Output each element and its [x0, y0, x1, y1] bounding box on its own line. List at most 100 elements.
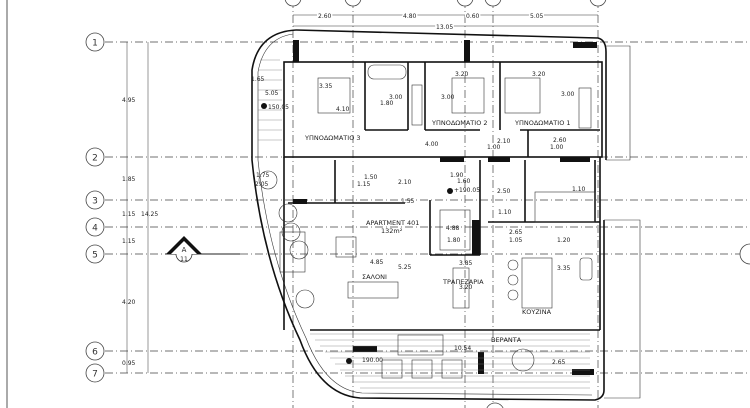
- grid-bubble-4: 4: [85, 217, 105, 237]
- svg-text:2.10: 2.10: [497, 138, 511, 145]
- svg-text:6: 6: [92, 348, 98, 358]
- svg-text:2.60: 2.60: [318, 13, 332, 20]
- kitchen-island: [521, 257, 553, 309]
- svg-text:4.85: 4.85: [370, 259, 384, 266]
- svg-text:0.95: 0.95: [122, 360, 136, 367]
- svg-text:1.80: 1.80: [380, 100, 394, 107]
- svg-text:5.05: 5.05: [530, 13, 544, 20]
- svg-text:4.88: 4.88: [446, 225, 460, 232]
- veranda-sofa: [397, 334, 444, 356]
- room-veranda: ΒΕΡΑΝΤΑ: [491, 336, 522, 344]
- top-dimensions: 2.60 4.80 0.60 5.05 13.05: [293, 12, 598, 33]
- grid-bubble-2: 2: [85, 147, 105, 167]
- svg-text:1.20: 1.20: [557, 237, 571, 244]
- svg-text:4.10: 4.10: [336, 106, 350, 113]
- bed-3: [317, 77, 351, 114]
- dining-table: [452, 267, 470, 309]
- svg-text:11: 11: [180, 256, 188, 263]
- svg-text:1.50: 1.50: [364, 174, 378, 181]
- svg-text:3.20: 3.20: [532, 71, 546, 78]
- sofa: [347, 281, 399, 299]
- svg-text:1.15: 1.15: [357, 181, 371, 188]
- staircase: [534, 191, 596, 223]
- svg-text:2: 2: [92, 154, 98, 164]
- svg-text:4.00: 4.00: [425, 141, 439, 148]
- grid-bubble-1: 1: [85, 32, 105, 52]
- room-labels: ΥΠΝΟΔΩΜΑΤΙΟ 3 ΥΠΝΟΔΩΜΑΤΙΟ 2 ΥΠΝΟΔΩΜΑΤΙΟ …: [304, 119, 571, 344]
- svg-text:2.65: 2.65: [552, 359, 566, 366]
- car-icon: [579, 257, 593, 281]
- svg-text:5.05: 5.05: [265, 90, 279, 97]
- svg-text:A: A: [182, 246, 187, 254]
- svg-text:3.35: 3.35: [557, 265, 571, 272]
- round-table: [511, 348, 535, 372]
- grid-bubble-5: 5: [85, 244, 105, 264]
- svg-text:1.00: 1.00: [550, 144, 564, 151]
- veranda-deck: [258, 59, 590, 389]
- coffee-table: [335, 236, 357, 258]
- apartment-name: APARTMENT 401: [366, 219, 419, 227]
- svg-text:1.05: 1.05: [509, 237, 523, 244]
- dimension-labels: 3.35 4.10 3.00 1.80 3.20 3.20 3.00 3.00 …: [251, 71, 586, 366]
- wardrobe-2: [411, 84, 423, 126]
- svg-text:1.55: 1.55: [401, 198, 415, 205]
- svg-text:10.54: 10.54: [454, 345, 471, 352]
- grid-bubble-3: 3: [85, 190, 105, 210]
- svg-text:1.15: 1.15: [122, 211, 136, 218]
- svg-text:2.65: 2.65: [509, 229, 523, 236]
- svg-text:4.80: 4.80: [403, 13, 417, 20]
- bathtub: [367, 64, 407, 80]
- svg-text:0.60: 0.60: [466, 13, 480, 20]
- svg-text:3.00: 3.00: [441, 94, 455, 101]
- svg-text:4.20: 4.20: [122, 299, 136, 306]
- room-bedroom-3: ΥΠΝΟΔΩΜΑΤΙΟ 3: [304, 134, 361, 142]
- svg-text:190.00: 190.00: [362, 357, 383, 364]
- svg-text:13.05: 13.05: [436, 24, 453, 31]
- svg-text:1.60: 1.60: [457, 178, 471, 185]
- grid-bubble-6: 6: [85, 341, 105, 361]
- grid-bubble-7: 7: [85, 363, 105, 383]
- svg-text:3: 3: [92, 197, 98, 207]
- building-outline: [251, 29, 641, 401]
- svg-text:+190.05: +190.05: [454, 187, 480, 194]
- level-markers: [261, 103, 453, 364]
- svg-text:2.05: 2.05: [255, 181, 269, 188]
- svg-text:5.25: 5.25: [398, 264, 412, 271]
- svg-text:1: 1: [92, 39, 98, 49]
- svg-text:2.50: 2.50: [497, 188, 511, 195]
- svg-text:4: 4: [92, 224, 98, 234]
- room-bedroom-1: ΥΠΝΟΔΩΜΑΤΙΟ 1: [514, 119, 571, 127]
- svg-text:150.05: 150.05: [268, 104, 289, 111]
- svg-text:1.85: 1.85: [122, 176, 136, 183]
- svg-text:1.15: 1.15: [122, 238, 136, 245]
- svg-text:1.00: 1.00: [487, 144, 501, 151]
- bed-1: [504, 77, 541, 114]
- svg-text:1.90: 1.90: [450, 172, 464, 179]
- svg-text:1.80: 1.80: [447, 237, 461, 244]
- section-marker: A 11: [165, 236, 240, 263]
- svg-text:1.10: 1.10: [572, 186, 586, 193]
- svg-text:3.85: 3.85: [459, 260, 473, 267]
- bed-2: [451, 77, 485, 114]
- svg-text:7: 7: [92, 370, 98, 380]
- svg-text:1.65: 1.65: [251, 76, 265, 83]
- svg-text:1.10: 1.10: [498, 209, 512, 216]
- elevator: [439, 209, 471, 251]
- svg-text:2.10: 2.10: [398, 179, 412, 186]
- trees: [258, 170, 315, 309]
- furniture: [279, 64, 596, 379]
- apartment-area: 132m²: [381, 227, 403, 235]
- svg-text:14.25: 14.25: [141, 211, 158, 218]
- svg-text:5: 5: [92, 251, 98, 261]
- room-living: ΣΑΛΟΝΙ: [362, 273, 387, 281]
- grid-bubbles: 1 2 3 4 5 6 7: [85, 0, 750, 408]
- svg-text:3.35: 3.35: [319, 83, 333, 90]
- armchair: [279, 231, 306, 273]
- wardrobe-1: [578, 87, 592, 129]
- svg-text:2.60: 2.60: [553, 137, 567, 144]
- room-kitchen: ΚΟΥΖΙΝΑ: [522, 308, 552, 316]
- svg-text:4.95: 4.95: [122, 97, 136, 104]
- svg-text:1.75: 1.75: [256, 172, 270, 179]
- svg-text:3.00: 3.00: [561, 91, 575, 98]
